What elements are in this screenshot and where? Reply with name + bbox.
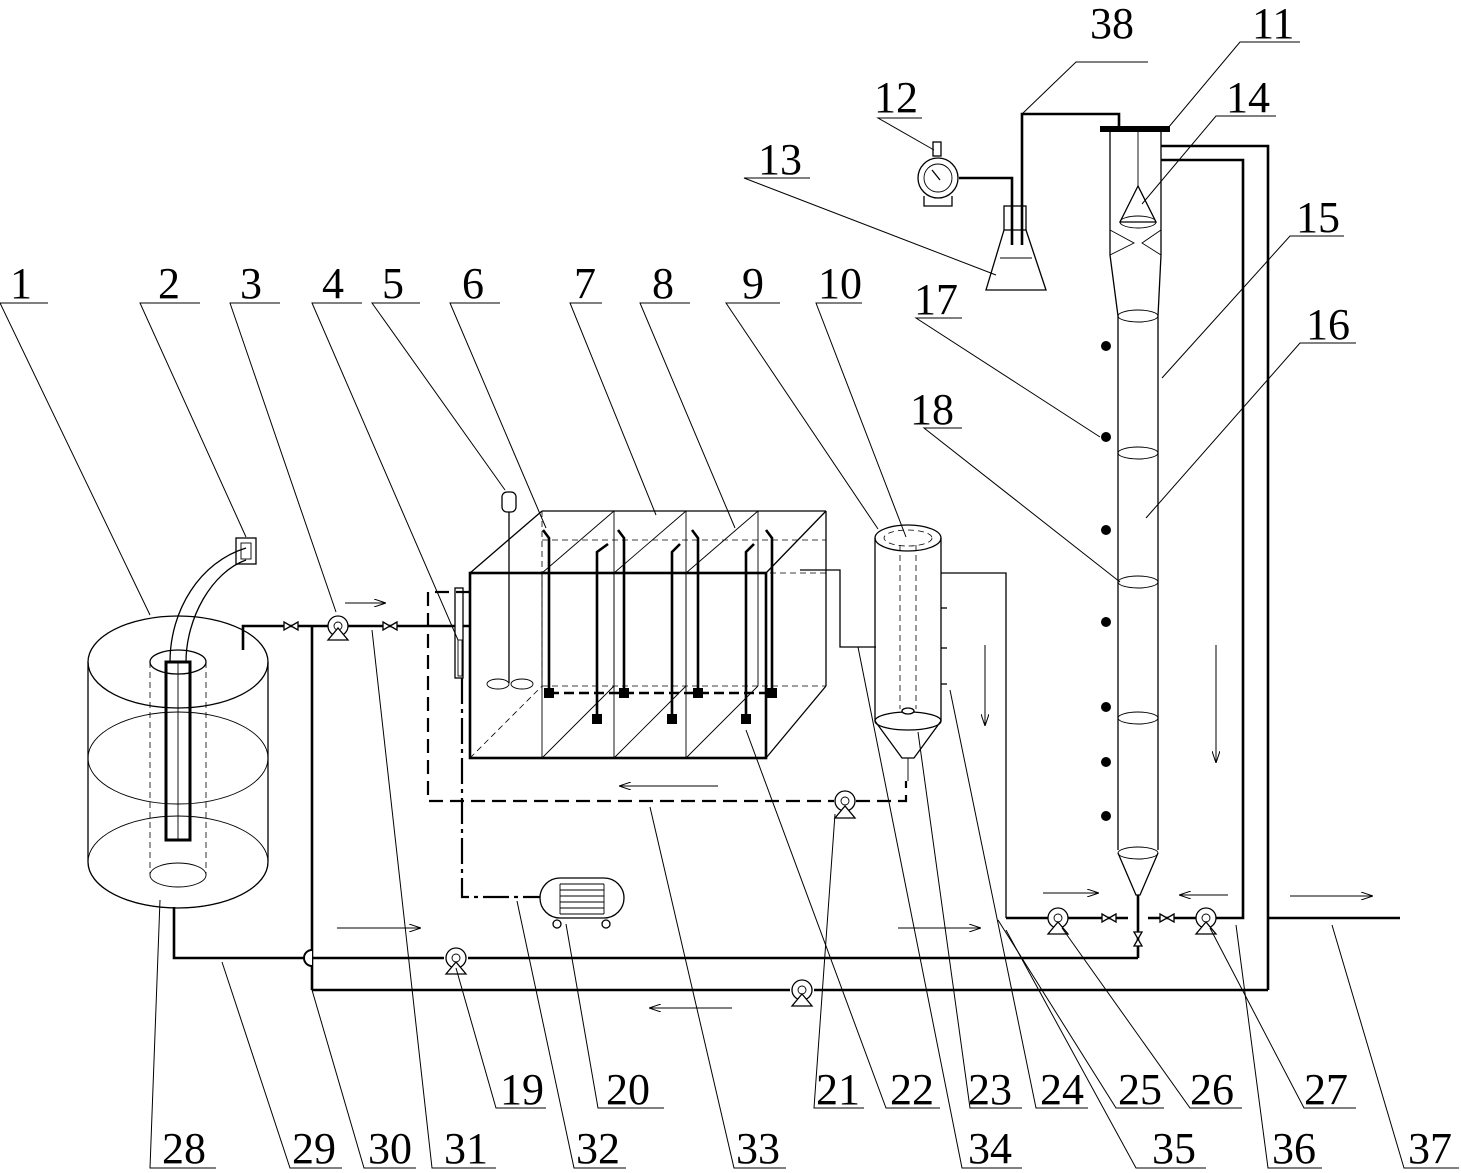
callout-22: 22 (890, 1065, 934, 1114)
callout-17: 17 (914, 275, 958, 324)
callout-underlines (0, 41, 1300, 304)
callout-6: 6 (462, 259, 484, 308)
callout-38: 38 (1090, 0, 1134, 48)
bioreactor-tank (468, 510, 827, 760)
aeration-hose (169, 537, 257, 663)
callout-16: 16 (1306, 300, 1350, 349)
stirrer (486, 491, 534, 690)
callout-21: 21 (816, 1065, 860, 1114)
pump-26 (1046, 907, 1070, 935)
callout-18: 18 (910, 385, 954, 434)
callout-13: 13 (758, 135, 802, 184)
callout-2: 2 (158, 259, 180, 308)
pump-21 (790, 979, 814, 1007)
callout-30: 30 (368, 1124, 412, 1173)
callout-25: 25 (1118, 1065, 1162, 1114)
callout-19: 19 (500, 1065, 544, 1114)
callout-4: 4 (322, 259, 344, 308)
callout-14: 14 (1226, 73, 1270, 122)
sludge-return-line (426, 590, 908, 803)
callout-27: 27 (1304, 1065, 1348, 1114)
leader-lines (0, 41, 1459, 1169)
sludge-pump (833, 790, 857, 819)
gas-flask (985, 205, 1047, 291)
callout-26: 26 (1190, 1065, 1234, 1114)
callout-24: 24 (1040, 1065, 1084, 1114)
bottom-piping (172, 645, 1400, 1008)
callout-35: 35 (1152, 1124, 1196, 1173)
callout-5: 5 (382, 259, 404, 308)
callout-11: 11 (1252, 0, 1294, 48)
callout-9: 9 (742, 259, 764, 308)
callout-29: 29 (292, 1124, 336, 1173)
column-reactor (1100, 126, 1170, 896)
secondary-settler (800, 524, 1007, 918)
recycle-line (1161, 144, 1270, 990)
callout-37: 37 (1408, 1124, 1452, 1173)
callout-36: 36 (1272, 1124, 1316, 1173)
callout-10: 10 (818, 259, 862, 308)
air-line (454, 587, 540, 899)
feed-pipe (241, 603, 470, 990)
callout-28: 28 (162, 1124, 206, 1173)
callout-3: 3 (240, 259, 262, 308)
callout-33: 33 (736, 1124, 780, 1173)
callout-23: 23 (968, 1065, 1012, 1114)
callout-12: 12 (874, 73, 918, 122)
callout-20: 20 (606, 1065, 650, 1114)
callout-1: 1 (10, 259, 32, 308)
callout-8: 8 (652, 259, 674, 308)
pump-27 (1194, 907, 1218, 935)
air-blower (539, 877, 625, 929)
membrane-module (149, 649, 207, 888)
callout-15: 15 (1296, 193, 1340, 242)
callout-7: 7 (574, 259, 596, 308)
feed-pump (326, 615, 350, 641)
callout-34: 34 (968, 1124, 1012, 1173)
gas-meter (917, 141, 959, 207)
gas-line (959, 112, 1121, 245)
pump-19 (444, 947, 468, 975)
callout-32: 32 (576, 1124, 620, 1173)
callout-31: 31 (444, 1124, 488, 1173)
callout-labels: 1 2 3 4 5 6 7 8 9 10 11 12 13 14 15 16 1… (10, 0, 1452, 1173)
electrode-set (541, 529, 777, 724)
